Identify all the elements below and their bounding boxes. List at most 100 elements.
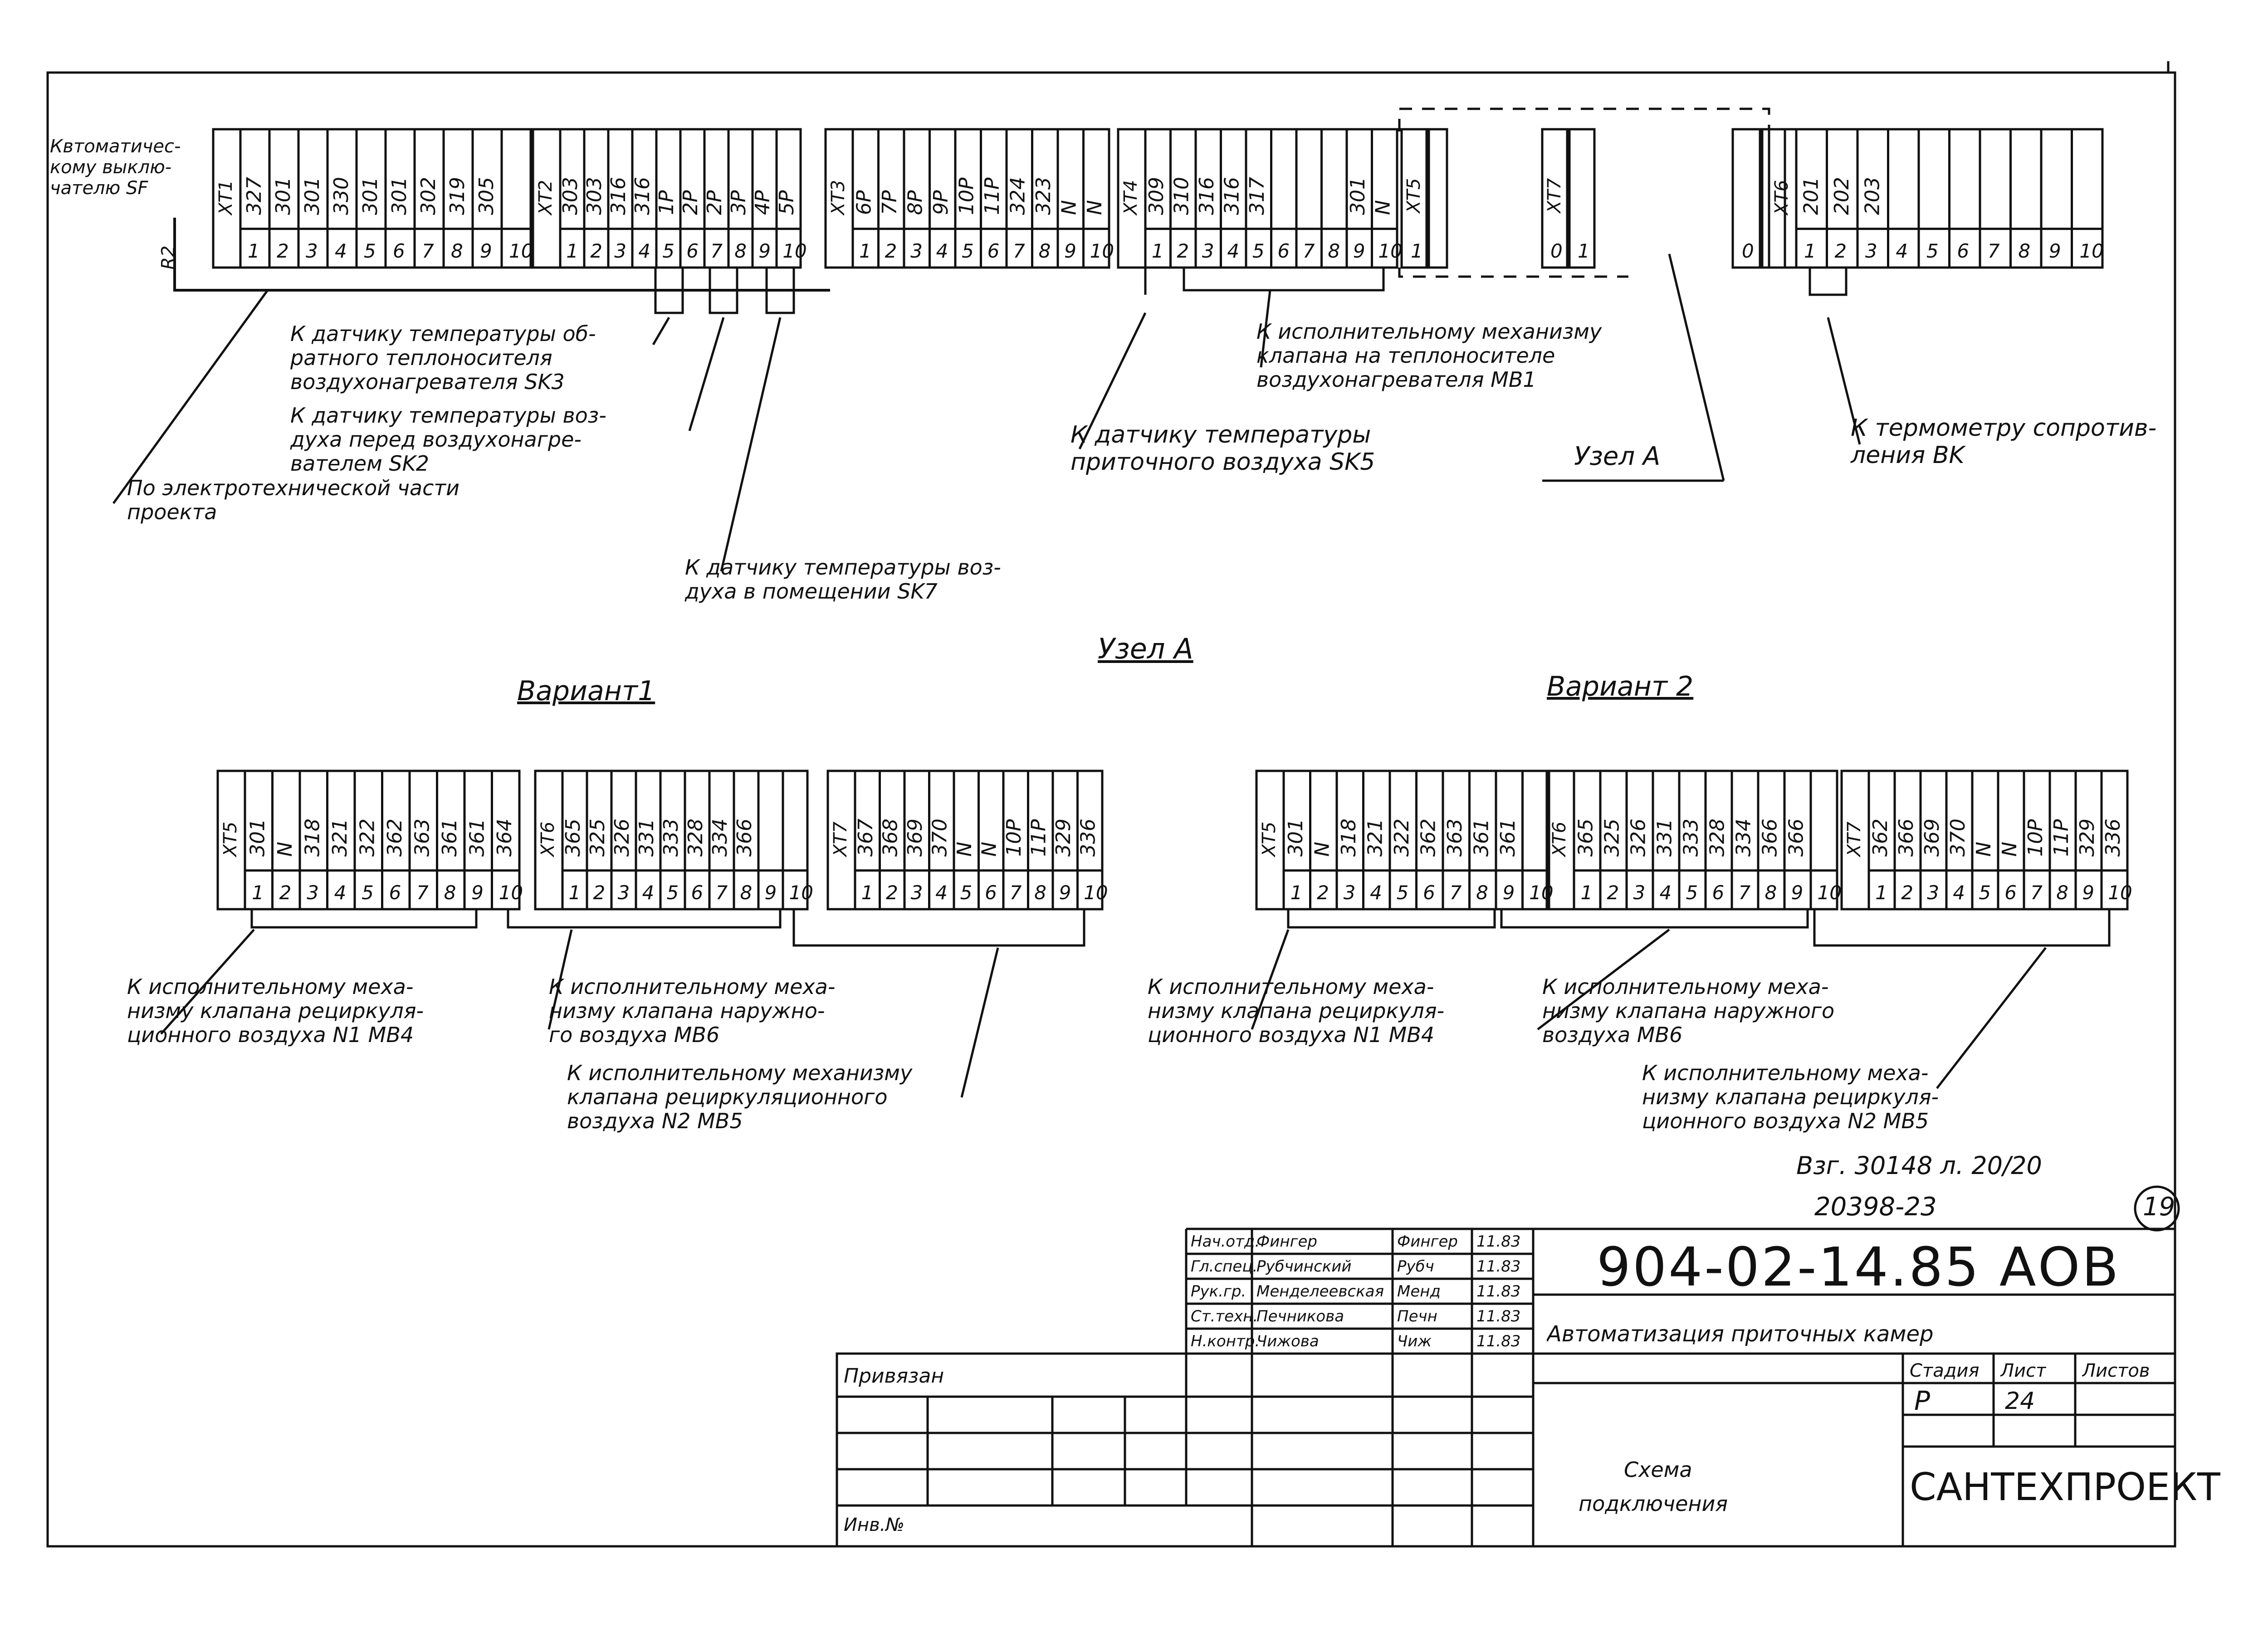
signature-date: 11.83	[1476, 1257, 1521, 1276]
terminal-number: 8	[451, 240, 463, 262]
terminal-wire-label: N	[1058, 200, 1081, 215]
inventory-label: Инв.№	[844, 1515, 904, 1535]
label-bk: К термометру сопротив- ления BK	[1851, 414, 2157, 469]
terminal-number: 3	[1202, 240, 1214, 262]
terminal-number: 7	[1988, 240, 2000, 262]
terminal-number: 4	[1953, 882, 1965, 904]
node-a-terminals	[1400, 128, 1786, 269]
v1-wire-b	[507, 909, 782, 929]
terminal-wire-label: N	[1972, 842, 1995, 857]
terminal-number: 10	[2079, 240, 2103, 262]
terminal-wire-label: 331	[635, 818, 658, 857]
terminal-wire-label: 363	[1443, 818, 1466, 857]
terminal-number: 1	[248, 240, 260, 262]
terminal-number: 6	[987, 240, 1000, 262]
terminal-number: 1	[569, 882, 581, 904]
terminal-number: 8	[1034, 882, 1046, 904]
v2-leader-mb5	[1936, 947, 2047, 1089]
terminal-number: 8	[1765, 882, 1777, 904]
terminal-wire-label: 322	[356, 818, 379, 857]
terminal-wire-label: 370	[929, 818, 952, 857]
signature-sign: Печн	[1397, 1307, 1437, 1325]
terminal-number: 9	[765, 882, 777, 904]
subtitle-line-2: подключения	[1579, 1492, 1728, 1516]
terminal-number: 1	[861, 882, 874, 904]
strip-frame	[212, 128, 532, 269]
terminal-number: 3	[1344, 882, 1356, 904]
label-mb1: К исполнительному механизму клапана на т…	[1256, 319, 1602, 392]
label-node-a: Узел А	[1574, 442, 1661, 471]
terminal-number: 1	[1290, 882, 1303, 904]
terminal-wire-label: 301	[246, 818, 269, 857]
node-a-dashed-side	[1398, 268, 1628, 278]
terminal-number: 2	[1607, 882, 1619, 904]
terminal-wire-label: 324	[1007, 177, 1030, 215]
terminal-wire-label: 328	[1706, 818, 1729, 857]
terminal-number: 5	[1926, 240, 1939, 262]
terminal-number: 4	[1227, 240, 1239, 262]
terminal-number: 1	[1804, 240, 1816, 262]
organization-name: САНТЕХПРОЕКТ	[1910, 1465, 2221, 1509]
terminal-wire-label: 2P	[679, 190, 702, 215]
terminal-wire-label: 316	[607, 177, 630, 215]
wire-xt6	[1809, 268, 1848, 296]
terminal-number: 4	[1896, 240, 1908, 262]
v1-wire-c	[792, 909, 1085, 947]
terminal-number: 6	[691, 882, 704, 904]
strip-frame	[826, 770, 1104, 911]
label-v2-mb4: К исполнительному меха- низму клапана ре…	[1148, 974, 1445, 1047]
terminal-number: 4	[1660, 882, 1672, 904]
terminal-wire-label: N	[978, 842, 1001, 857]
terminal-number: 9	[1353, 240, 1365, 262]
sheets-label: Листов	[2082, 1360, 2150, 1381]
terminal-number: 2	[1901, 882, 1913, 904]
terminal-wire-label: 329	[1052, 818, 1075, 857]
terminal-number: 5	[1397, 882, 1409, 904]
terminal-number: 2	[277, 240, 289, 262]
signature-date: 11.83	[1476, 1332, 1521, 1350]
terminal-number: 7	[1303, 240, 1315, 262]
terminal-wire-label: 301	[272, 177, 295, 215]
node-a-head-label: XT7	[1544, 178, 1565, 214]
v1-leader-mb4	[160, 929, 255, 1035]
terminal-wire-label: 309	[1145, 177, 1168, 215]
sheet-value: 24	[2005, 1388, 2035, 1415]
terminal-number: 5	[1979, 882, 1991, 904]
terminal-number: 1	[252, 882, 264, 904]
leader-elec	[112, 289, 269, 504]
terminal-wire-label: 319	[446, 177, 469, 215]
node-a-terminal-number: 0	[1742, 240, 1754, 262]
terminal-wire-label: 317	[1246, 177, 1269, 215]
terminal-number: 8	[740, 882, 753, 904]
terminal-number: 8	[1039, 240, 1051, 262]
terminal-number: 9	[2049, 240, 2061, 262]
v2-leader-mb6	[1537, 929, 1670, 1030]
page-circle-number: 19	[2143, 1192, 2175, 1222]
terminal-wire-label: 362	[1869, 818, 1892, 857]
strip-frame	[1117, 128, 1398, 269]
sheet-label: Лист	[2000, 1360, 2047, 1381]
signature-date: 11.83	[1476, 1282, 1521, 1301]
terminal-wire-label: 305	[475, 177, 498, 215]
terminal-number: 6	[389, 882, 401, 904]
terminal-wire-label: 310	[1170, 177, 1193, 215]
terminal-number: 10	[1084, 882, 1108, 904]
terminal-number: 7	[1010, 882, 1022, 904]
terminal-wire-label: 361	[1496, 818, 1520, 857]
terminal-wire-label: 301	[1346, 177, 1369, 215]
signature-role: Гл.спец.	[1191, 1257, 1258, 1276]
strip-frame	[1255, 770, 1550, 911]
label-sk5: К датчику температуры приточного воздуха…	[1070, 421, 1375, 476]
terminal-number: 7	[710, 240, 723, 262]
label-v1-mb4: К исполнительному меха- низму клапана ре…	[127, 974, 424, 1047]
node-a-terminal-number: 0	[1550, 240, 1563, 262]
terminal-number: 2	[885, 240, 897, 262]
terminal-number: 9	[471, 882, 484, 904]
terminal-number: 6	[393, 240, 405, 262]
terminal-number: 3	[1633, 882, 1646, 904]
